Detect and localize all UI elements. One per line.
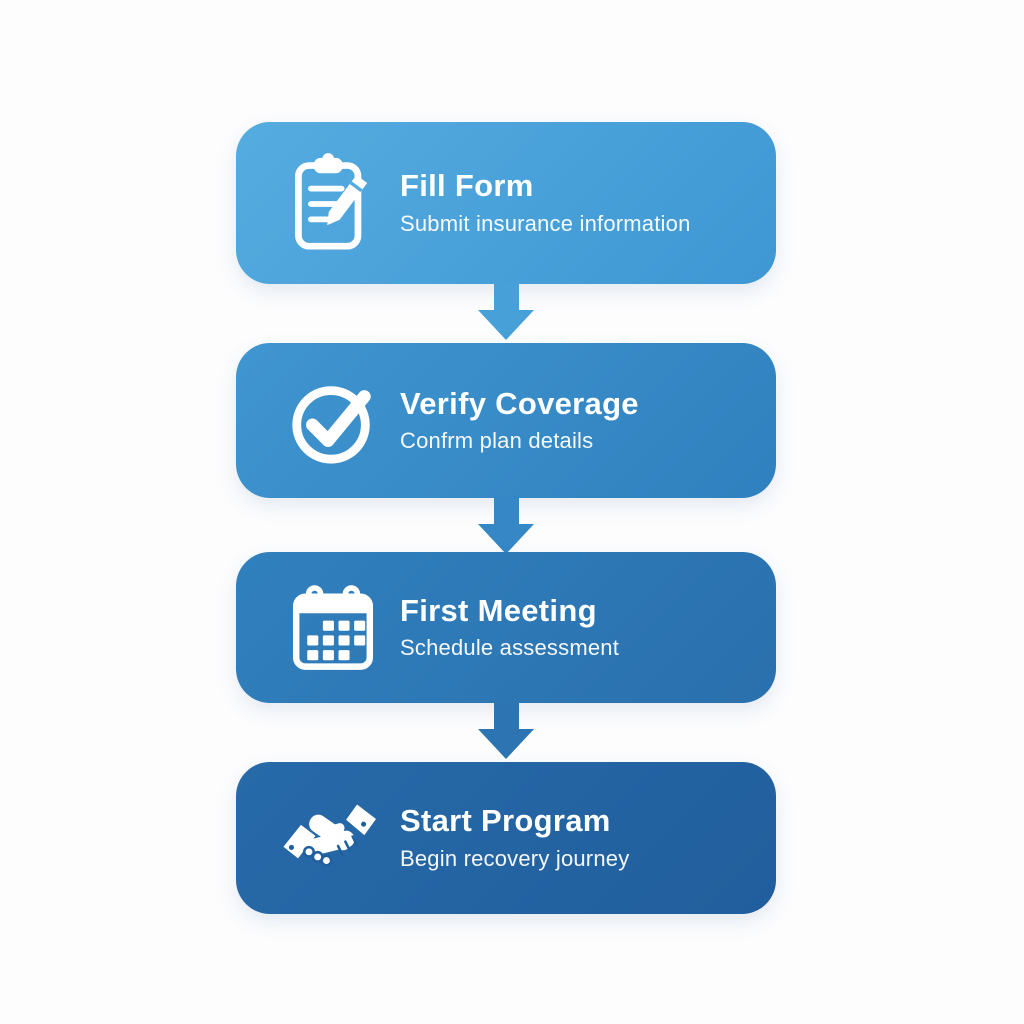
down-arrow (478, 283, 534, 340)
step-card-verify-coverage: Verify Coverage Confrm plan details (236, 343, 776, 498)
check-circle-icon (282, 366, 384, 476)
step-text: First Meeting Schedule assessment (400, 592, 620, 661)
arrow-head (478, 524, 534, 554)
step-title: Verify Coverage (400, 385, 639, 421)
step-card-start-program: Start Program Begin recovery journey (236, 762, 776, 914)
step-text: Start Program Begin recovery journey (400, 805, 629, 871)
arrow-stem (493, 702, 519, 729)
step-subtitle: Confrm plan details (400, 428, 594, 454)
arrow-stem (493, 283, 519, 310)
calendar-icon (282, 573, 384, 683)
step-title: First Meeting (400, 592, 597, 628)
handshake-icon (282, 783, 384, 893)
arrow-head (478, 729, 534, 759)
arrow-head (478, 310, 534, 340)
down-arrow (478, 497, 534, 554)
step-subtitle: Begin recovery journey (400, 845, 630, 871)
step-title: Fill Form (400, 168, 534, 204)
step-card-fill-form: Fill Form Submit insurance information (236, 122, 776, 284)
step-text: Verify Coverage Confrm plan details (400, 385, 639, 454)
step-text: Fill Form Submit insurance information (400, 170, 691, 236)
step-subtitle: Schedule assessment (400, 635, 620, 661)
step-subtitle: Submit insurance information (400, 210, 691, 236)
clipboard-pencil-icon (282, 148, 384, 258)
step-card-first-meeting: First Meeting Schedule assessment (236, 552, 776, 703)
step-title: Start Program (400, 803, 611, 839)
arrow-stem (493, 497, 519, 524)
down-arrow (478, 702, 534, 759)
